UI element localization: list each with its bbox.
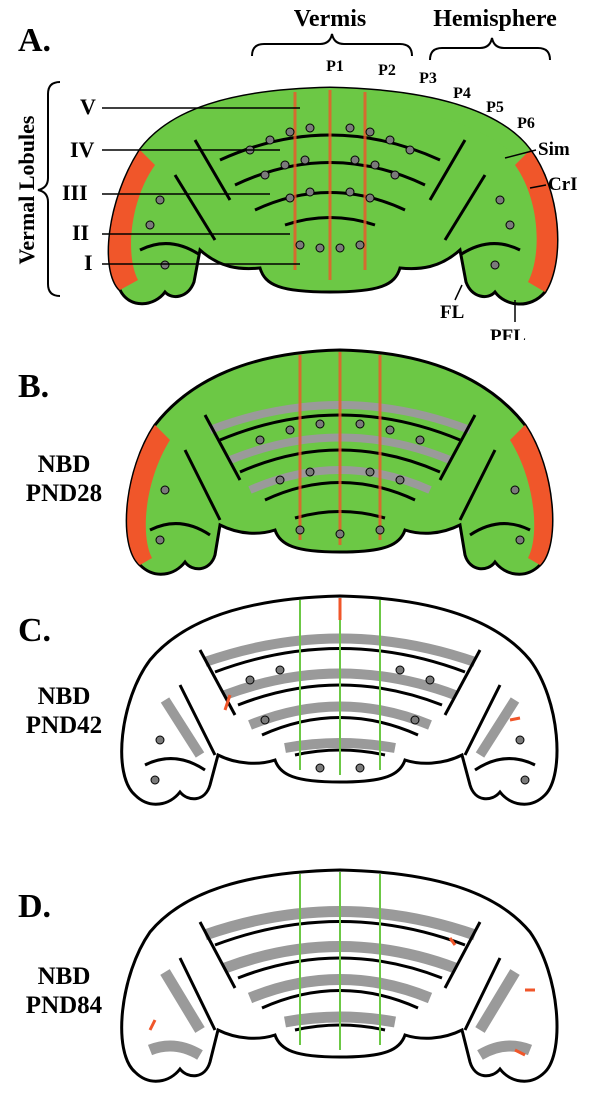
zone-p6-label: P6 <box>517 115 535 132</box>
hemisphere-header: Hemisphere <box>433 6 557 32</box>
lobule-iv-label: IV <box>70 137 95 162</box>
fl-label: FL <box>440 302 464 323</box>
panel-c: C. NBD PND42 <box>0 590 602 840</box>
zone-p3-label: P3 <box>419 70 437 87</box>
zone-p1-label: P1 <box>326 58 344 75</box>
vermis-brace <box>252 34 412 56</box>
panel-a-figure: Vermis Hemisphere Vermal Lobules <box>0 0 602 340</box>
panel-d: D. NBD PND84 <box>0 850 602 1101</box>
panel-c-figure <box>0 590 602 840</box>
panel-d-figure <box>0 850 602 1101</box>
zone-p2-label: P2 <box>378 62 396 79</box>
cri-label: CrI <box>548 174 578 195</box>
lobule-v-label: V <box>80 94 96 119</box>
pfl-label: PFL <box>490 326 526 340</box>
lobule-ii-label: II <box>72 220 89 245</box>
lobule-i-label: I <box>84 250 93 275</box>
lobule-iii-label: III <box>62 180 88 205</box>
panel-b: B. NBD PND28 <box>0 340 602 590</box>
vermal-lobules-brace <box>38 82 60 296</box>
panel-b-figure <box>0 340 602 590</box>
panel-a: A. Vermis Hemisphere Vermal Lobules <box>0 0 602 340</box>
vermal-lobules-title: Vermal Lobules <box>14 115 39 264</box>
zone-p5-label: P5 <box>486 99 504 116</box>
cerebellum-a <box>109 88 557 304</box>
vermis-header: Vermis <box>294 6 366 32</box>
hemisphere-brace <box>430 38 550 60</box>
sim-label: Sim <box>538 139 570 160</box>
zone-p4-label: P4 <box>453 85 471 102</box>
